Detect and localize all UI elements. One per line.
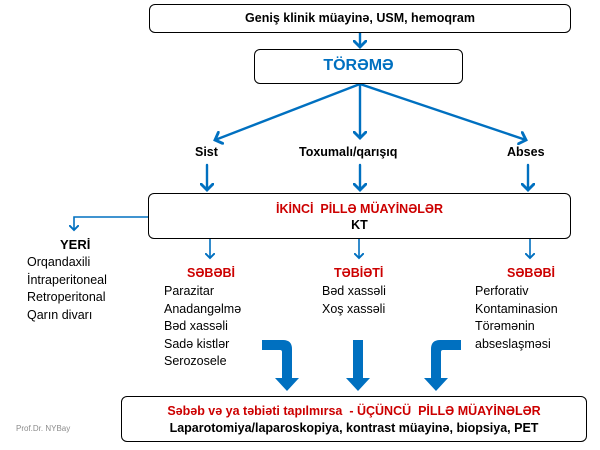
initial-exam-text: Geniş klinik müayinə, USM, hemoqram [245,11,475,25]
location-item: Retroperitonal [27,290,106,304]
location-list: Orqandaxili İntraperitoneal Retroperiton… [27,254,107,324]
nature-heading: TƏBİƏTİ [334,266,384,280]
branch-abses: Abses [507,145,545,159]
second-stage-title: İKİNCİ PİLLƏ MÜAYİNƏLƏR [275,202,444,216]
location-item: İntraperitoneal [27,272,107,287]
second-stage-box: İKİNCİ PİLLƏ MÜAYİNƏLƏR KT [148,193,571,239]
arrow-main-to-abses [358,82,526,140]
author-credit: Prof.Dr. NYBay [16,424,71,433]
cause-abscess-list: Perforativ Kontaminasion Törəmənin abses… [475,283,558,353]
nature-list: Bəd xassəli Xoş xassəli [322,283,386,318]
block-arrow-right-curved [424,340,461,391]
cause-abscess-heading: SƏBƏBİ [507,266,556,280]
nature-item: Xoş xassəli [322,301,386,316]
cause-cyst-item: Anadangəlmə [164,301,242,316]
cause-cyst-item: Bəd xassəli [164,319,228,333]
cause-cyst-item: Sadə kistlər [164,336,230,351]
second-stage-subtitle: KT [351,218,368,232]
arrow-main-to-sist [215,82,362,140]
cause-abscess-item: Kontaminasion [475,301,558,316]
arrow-to-location [74,216,148,230]
cause-abscess-item: Törəmənin [475,319,535,333]
block-arrow-left-curved [262,340,299,391]
location-item: Qarın divarı [27,307,93,322]
cause-abscess-item: abseslaşməsi [475,336,551,351]
branch-toxumali: Toxumalı/qarışıq [299,145,398,159]
branch-sist: Sist [195,145,218,159]
cause-cyst-item: Serozosele [164,354,227,368]
third-stage-box: Səbəb və ya təbiəti tapılmırsa - ÜÇÜNCÜ … [121,396,587,442]
block-arrow-center [346,340,370,391]
third-stage-title: Səbəb və ya təbiəti tapılmırsa - ÜÇÜNCÜ … [167,404,541,418]
cause-cyst-item: Parazitar [164,284,215,298]
location-item: Orqandaxili [27,255,91,269]
nature-item: Bəd xassəli [322,284,386,298]
location-heading: YERİ [60,237,91,252]
cause-abscess-item: Perforativ [475,284,529,298]
third-stage-subtitle: Laparotomiya/laparoskopiya, kontrast müa… [169,421,539,435]
cause-cyst-heading: SƏBƏBİ [187,266,236,280]
initial-exam-box: Geniş klinik müayinə, USM, hemoqram [149,4,571,33]
cause-cyst-list: Parazitar Anadangəlmə Bəd xassəli Sadə k… [164,283,241,371]
mass-box: TÖRƏMƏ [254,49,463,84]
mass-title: TÖRƏMƏ [323,57,394,74]
